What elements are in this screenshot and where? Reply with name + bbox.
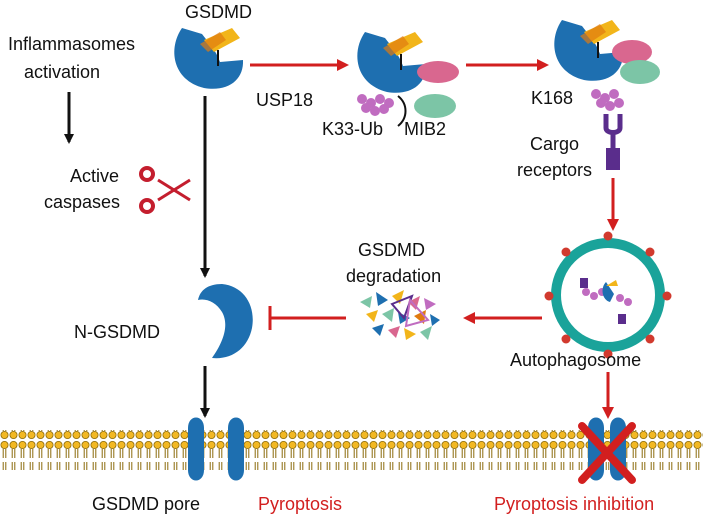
cargo-receptor xyxy=(603,114,623,170)
label-caspases: caspases xyxy=(44,192,120,212)
label-active: Active xyxy=(70,166,119,186)
label-autophagosome: Autophagosome xyxy=(510,350,641,370)
label-k33-ub: K33-Ub xyxy=(322,119,383,139)
k168-ub-chain xyxy=(591,89,624,111)
mib2-bracket xyxy=(397,95,407,127)
gsdmd-protein-top xyxy=(174,28,244,89)
label-pyroptosis-inhibition: Pyroptosis inhibition xyxy=(494,494,654,514)
label-degradation-gsdmd: GSDMD xyxy=(358,240,425,260)
label-activation: activation xyxy=(24,62,100,82)
n-gsdmd-shape xyxy=(198,284,253,359)
gsdmd-complex-right xyxy=(554,20,660,84)
label-gsdmd-top: GSDMD xyxy=(185,2,252,22)
label-gsdmd-pore: GSDMD pore xyxy=(92,494,200,514)
scissors-icon xyxy=(139,166,191,214)
label-inflammasomes: Inflammasomes xyxy=(8,34,135,54)
k33-ub-chain xyxy=(357,94,394,116)
mib2-oval xyxy=(414,94,456,118)
cell-membrane xyxy=(0,430,703,470)
label-usp18: USP18 xyxy=(256,90,313,110)
label-k168: K168 xyxy=(531,88,573,108)
label-n-gsdmd: N-GSDMD xyxy=(74,322,160,342)
inhibition-bar xyxy=(268,306,346,330)
autophagosome xyxy=(544,231,672,359)
degradation-fragments xyxy=(360,290,440,340)
label-pyroptosis: Pyroptosis xyxy=(258,494,342,514)
label-degradation: degradation xyxy=(346,266,441,286)
label-mib2: MIB2 xyxy=(404,119,446,139)
blocked-pore xyxy=(578,417,636,484)
gsdmd-complex-middle xyxy=(357,32,459,93)
gsdmd-pore xyxy=(188,417,244,481)
label-receptors: receptors xyxy=(517,160,592,180)
label-cargo: Cargo xyxy=(530,134,579,154)
usp18-bound-oval xyxy=(417,61,459,83)
